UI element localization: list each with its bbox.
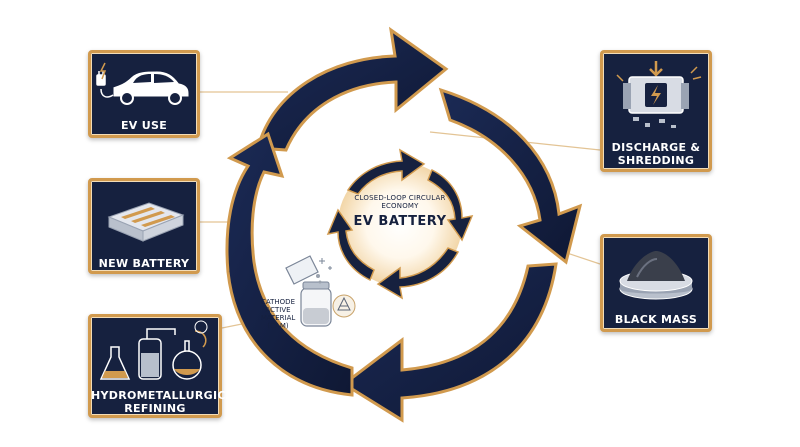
cam-jar-powder <box>303 308 329 324</box>
cam-jar-lid <box>302 281 330 290</box>
card-hydrometallurgical: HYDROMETALLURGICAL REFINING <box>88 314 242 418</box>
powder-spill-2 <box>318 280 322 284</box>
sparkle-icon <box>319 258 332 270</box>
ev-car-icon <box>96 62 190 105</box>
outer-arrow-bottom <box>341 262 558 423</box>
center-title-block: CLOSED-LOOP CIRCULAR ECONOMY EV BATTERY <box>339 194 461 229</box>
inner-arrow-left <box>326 208 375 282</box>
inner-arrow-bottom <box>376 247 460 300</box>
shredder-icon <box>616 61 702 128</box>
center-title: EV BATTERY <box>353 214 447 229</box>
cam-illustration <box>285 255 356 327</box>
battery-pack-icon <box>107 202 185 242</box>
stage-label-hydrometallurgical: HYDROMETALLURGICAL REFINING <box>91 389 242 415</box>
cam-label: CATHODE ACTIVE MATERIAL (CAM) <box>260 298 296 330</box>
spark-icon <box>616 66 702 82</box>
card-new-battery: NEW BATTERY <box>88 178 200 274</box>
lab-flask-icon <box>99 320 208 380</box>
crystal-icon <box>337 296 351 311</box>
outer-ring-arrows <box>225 26 583 423</box>
lightning-icon <box>99 62 107 80</box>
stage-label-black-mass: BLACK MASS <box>614 313 698 326</box>
center-subtitle: CLOSED-LOOP CIRCULAR ECONOMY <box>354 194 446 210</box>
inner-ring-arrows <box>326 148 474 300</box>
card-discharge-shredding: DISCHARGE & SHREDDING <box>600 50 712 172</box>
center-glow <box>338 162 462 286</box>
black-mass-bowl-icon <box>619 251 693 300</box>
stage-label-new-battery: NEW BATTERY <box>98 257 190 270</box>
bubble-icon <box>194 320 208 334</box>
charging-plug-icon <box>96 71 114 98</box>
stage-label-ev-use: EV USE <box>120 119 168 132</box>
card-black-mass: BLACK MASS <box>600 234 712 332</box>
outer-arrow-top <box>256 26 449 152</box>
outer-arrow-left <box>225 131 354 397</box>
inner-arrow-right <box>427 168 474 242</box>
pour-jar <box>285 255 319 285</box>
inner-arrow-top <box>346 148 426 195</box>
powder-spill <box>316 274 320 278</box>
outer-arrow-right <box>438 87 583 265</box>
stage-label-discharge: DISCHARGE & SHREDDING <box>611 141 701 167</box>
card-ev-use: EV USE <box>88 50 200 138</box>
battery-lightning-icon <box>651 85 661 105</box>
